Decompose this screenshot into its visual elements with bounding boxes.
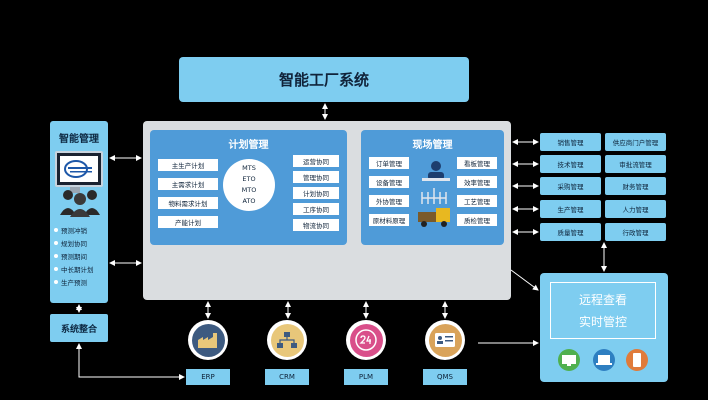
field-item: 设备管理 <box>369 176 409 188</box>
field-item: 质检管理 <box>457 214 497 226</box>
remote-line-1: 远程查看 <box>578 292 627 307</box>
field-item: 外协管理 <box>369 195 409 207</box>
field-management-box: 现场管理 订单管理 设备管理 外协管理 原材料原理 看板管理 效率管理 工艺管理… <box>361 130 504 245</box>
bullet-icon <box>54 266 58 271</box>
monitor-screen <box>60 156 98 182</box>
module-cell: 生产管理 <box>540 200 601 218</box>
org-chart-icon <box>270 323 304 357</box>
plan-item: 物料需求计划 <box>158 197 218 209</box>
org-chart-shape <box>277 332 297 348</box>
mode-label: ETO <box>242 175 256 183</box>
monitor-stand <box>70 187 80 193</box>
bullet-icon <box>54 253 58 258</box>
system-integration-box: 系统整合 <box>50 314 108 342</box>
laptop-icon <box>593 349 615 371</box>
plm-label: PLM <box>344 369 388 385</box>
remote-control-box: 远程查看 实时管控 <box>540 273 668 382</box>
id-card-icon <box>428 323 462 357</box>
crm-system-icon <box>267 320 307 360</box>
plan-item: 产能计划 <box>158 216 218 228</box>
smart-management-title: 智能管理 <box>59 133 99 145</box>
bullet-icon <box>54 240 58 245</box>
mode-label: MTS <box>242 164 256 172</box>
smart-management-list: 预测冲销 规划协同 预测期间 中长期计划 生产预测 <box>54 223 108 288</box>
smart-management-panel: 智能管理 预测冲销 规划协同 预测期间 中长期计划 生产预测 <box>50 121 108 303</box>
system-title: 智能工厂系统 <box>179 57 469 102</box>
bullet-icon <box>54 279 58 284</box>
mode-label: ATO <box>242 197 256 205</box>
clock-24-shape <box>355 329 377 351</box>
bullet-icon <box>54 227 58 232</box>
people-icon <box>60 190 100 217</box>
remote-line-2: 实时管控 <box>578 314 627 329</box>
production-mode-circle: MTS ETO MTO ATO <box>223 159 275 211</box>
module-cell: 人力管理 <box>605 200 666 218</box>
module-cell: 技术管理 <box>540 155 601 173</box>
plan-item: 主需求计划 <box>158 178 218 190</box>
erp-label: ERP <box>186 369 230 385</box>
plan-item: 主生产计划 <box>158 159 218 171</box>
field-item: 订单管理 <box>369 157 409 169</box>
list-item: 预测期间 <box>54 249 108 262</box>
factory-icon <box>191 323 225 357</box>
plan-management-box: 计划管理 主生产计划 主需求计划 物料需求计划 产能计划 MTS ETO MTO… <box>150 130 347 245</box>
list-item: 预测冲销 <box>54 223 108 236</box>
module-cell: 质量管理 <box>540 223 601 241</box>
module-cell: 采购管理 <box>540 177 601 195</box>
field-item: 效率管理 <box>457 176 497 188</box>
collab-item: 物流协同 <box>293 219 339 231</box>
collab-item: 运营协同 <box>293 155 339 167</box>
desktop-monitor-icon <box>558 349 580 371</box>
monitor-icon <box>55 151 103 187</box>
module-cell: 行政管理 <box>605 223 666 241</box>
module-cell: 财务管理 <box>605 177 666 195</box>
qms-system-icon <box>425 320 465 360</box>
plan-management-title: 计划管理 <box>228 139 269 151</box>
crm-label: CRM <box>265 369 309 385</box>
clock-24-icon <box>349 323 383 357</box>
plm-system-icon <box>346 320 386 360</box>
module-cell: 销售管理 <box>540 133 601 151</box>
factory-worker-icon <box>418 161 450 227</box>
field-item: 工艺管理 <box>457 195 497 207</box>
logo-icon <box>64 160 92 178</box>
field-management-title: 现场管理 <box>412 139 453 151</box>
list-item: 规划协同 <box>54 236 108 249</box>
collab-item: 管理协同 <box>293 171 339 183</box>
tablet-icon <box>626 349 648 371</box>
collab-item: 计划协同 <box>293 187 339 199</box>
list-item: 生产预测 <box>54 275 108 288</box>
collab-item: 工序协同 <box>293 203 339 215</box>
field-item: 原材料原理 <box>369 214 409 226</box>
factory-shape <box>198 333 217 348</box>
mode-label: MTO <box>241 186 257 194</box>
qms-label: QMS <box>423 369 467 385</box>
erp-system-icon <box>188 320 228 360</box>
field-item: 看板管理 <box>457 157 497 169</box>
remote-control-text: 远程查看 实时管控 <box>550 282 656 339</box>
module-cell: 审批流管理 <box>605 155 666 173</box>
id-card-shape <box>435 333 455 347</box>
list-item: 中长期计划 <box>54 262 108 275</box>
module-cell: 供应商门户管理 <box>605 133 666 151</box>
